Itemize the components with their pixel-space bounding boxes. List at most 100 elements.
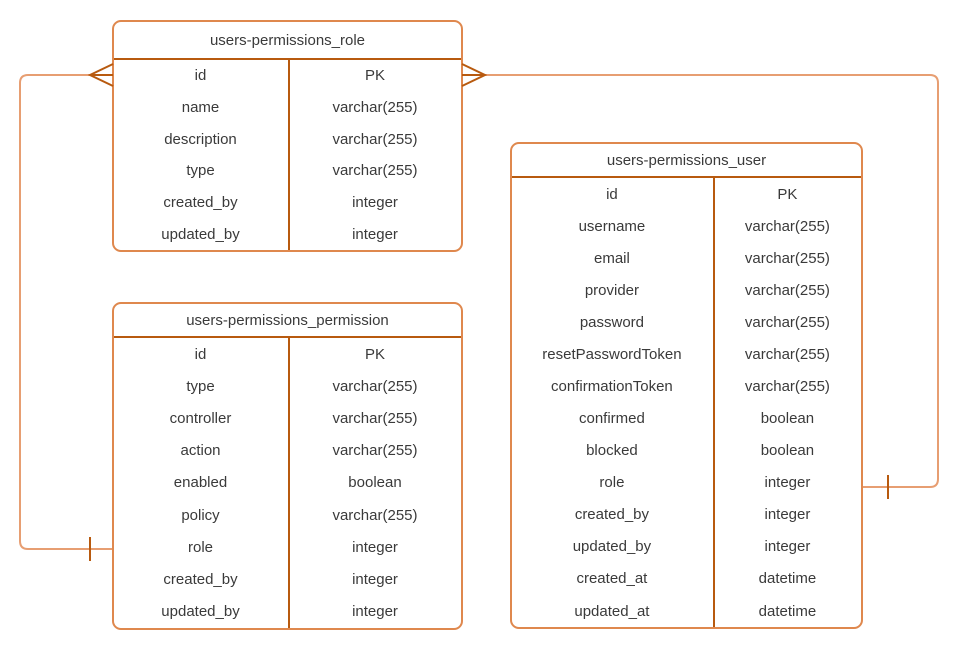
table-body: id PK name varchar(255) description varc… xyxy=(114,60,461,250)
table-row: action varchar(255) xyxy=(114,435,461,467)
column-divider xyxy=(288,60,290,250)
column-divider xyxy=(288,338,290,628)
table-row: created_by integer xyxy=(114,564,461,596)
column-name-cell: confirmationToken xyxy=(551,378,673,395)
column-type-cell: integer xyxy=(764,506,811,524)
column-name-cell: description xyxy=(164,130,237,148)
crow-foot-many-icon xyxy=(87,63,114,87)
table-title: users-permissions_user xyxy=(512,144,861,178)
table-row: updated_by integer xyxy=(114,596,461,628)
table-row: confirmed boolean xyxy=(512,403,861,435)
column-name-cell: action xyxy=(180,442,221,460)
column-name-cell: id xyxy=(194,345,207,363)
column-type-cell: integer xyxy=(352,225,398,243)
column-name-cell: role xyxy=(599,474,625,492)
column-type-cell: PK xyxy=(777,185,798,203)
table-body: id PK type varchar(255) controller varch… xyxy=(114,338,461,628)
column-name-cell: confirmed xyxy=(578,410,645,428)
column-type-cell: varchar(255) xyxy=(744,249,830,267)
column-type-cell: varchar(255) xyxy=(332,410,418,428)
column-name-cell: id xyxy=(194,67,207,85)
column-name-cell: id xyxy=(606,185,618,203)
table-title: users-permissions_permission xyxy=(114,304,461,338)
column-type-cell: varchar(255) xyxy=(332,162,418,180)
column-name-cell: role xyxy=(187,538,213,556)
table-row: created_by integer xyxy=(114,187,461,219)
column-name-cell: created_at xyxy=(576,570,648,588)
column-type-cell: datetime xyxy=(758,602,817,620)
table-row: role integer xyxy=(512,467,861,499)
table-row: policy varchar(255) xyxy=(114,499,461,531)
column-name-cell: controller xyxy=(169,410,232,428)
column-name-cell: updated_by xyxy=(161,603,240,621)
column-type-cell: varchar(255) xyxy=(744,281,830,299)
table-row: resetPasswordToken varchar(255) xyxy=(512,338,861,370)
table-row: type varchar(255) xyxy=(114,155,461,187)
column-type-cell: varchar(255) xyxy=(744,378,830,395)
table-row: type varchar(255) xyxy=(114,370,461,402)
column-type-cell: integer xyxy=(352,603,398,621)
column-name-cell: resetPasswordToken xyxy=(542,345,682,363)
table-row: created_by integer xyxy=(512,499,861,531)
table-row: id PK xyxy=(114,60,461,92)
column-name-cell: created_by xyxy=(574,506,650,524)
column-name-cell: type xyxy=(186,377,215,395)
column-name-cell: name xyxy=(181,99,220,116)
table-row: role integer xyxy=(114,531,461,563)
column-type-cell: PK xyxy=(364,67,385,85)
table-row: updated_by integer xyxy=(512,531,861,563)
table-row: updated_by integer xyxy=(114,218,461,250)
column-name-cell: password xyxy=(579,313,645,331)
column-type-cell: PK xyxy=(364,345,385,363)
column-type-cell: varchar(255) xyxy=(744,217,830,235)
column-type-cell: varchar(255) xyxy=(744,345,830,363)
connector-role-permission xyxy=(19,74,112,550)
column-name-cell: provider xyxy=(584,281,640,299)
column-type-cell: boolean xyxy=(348,474,402,492)
column-type-cell: varchar(255) xyxy=(332,506,418,524)
column-name-cell: type xyxy=(186,162,215,180)
column-type-cell: varchar(255) xyxy=(744,313,830,331)
table-body: id PK username varchar(255) email varcha… xyxy=(512,178,861,627)
column-name-cell: updated_by xyxy=(572,538,652,556)
column-name-cell: created_by xyxy=(163,194,238,212)
table-row: confirmationToken varchar(255) xyxy=(512,370,861,402)
table-row: password varchar(255) xyxy=(512,306,861,338)
column-type-cell: integer xyxy=(352,571,398,589)
column-divider xyxy=(713,178,715,627)
column-name-cell: created_by xyxy=(163,571,238,589)
table-row: enabled boolean xyxy=(114,467,461,499)
column-name-cell: updated_at xyxy=(574,602,650,620)
table-row: description varchar(255) xyxy=(114,123,461,155)
entity-table-role: users-permissions_role id PK name varcha… xyxy=(112,20,463,252)
table-row: username varchar(255) xyxy=(512,210,861,242)
column-type-cell: varchar(255) xyxy=(332,442,418,460)
table-row: id PK xyxy=(512,178,861,210)
column-name-cell: email xyxy=(593,249,630,267)
table-row: email varchar(255) xyxy=(512,242,861,274)
column-type-cell: integer xyxy=(352,194,398,212)
column-type-cell: boolean xyxy=(760,410,815,428)
crow-foot-many-icon xyxy=(461,63,488,87)
table-row: created_at datetime xyxy=(512,563,861,595)
table-row: name varchar(255) xyxy=(114,92,461,124)
column-name-cell: updated_by xyxy=(161,225,240,243)
column-name-cell: username xyxy=(578,217,646,235)
table-row: controller varchar(255) xyxy=(114,402,461,434)
column-type-cell: datetime xyxy=(758,570,817,588)
column-type-cell: varchar(255) xyxy=(332,99,418,116)
table-row: updated_at datetime xyxy=(512,595,861,627)
entity-table-permission: users-permissions_permission id PK type … xyxy=(112,302,463,630)
column-type-cell: boolean xyxy=(760,442,815,460)
column-name-cell: enabled xyxy=(173,474,228,492)
table-row: provider varchar(255) xyxy=(512,274,861,306)
column-type-cell: integer xyxy=(764,474,811,492)
column-name-cell: policy xyxy=(181,506,220,524)
table-row: id PK xyxy=(114,338,461,370)
column-type-cell: integer xyxy=(352,538,398,556)
table-title: users-permissions_role xyxy=(114,22,461,60)
column-type-cell: integer xyxy=(764,538,811,556)
column-name-cell: blocked xyxy=(586,442,638,460)
table-row: blocked boolean xyxy=(512,435,861,467)
